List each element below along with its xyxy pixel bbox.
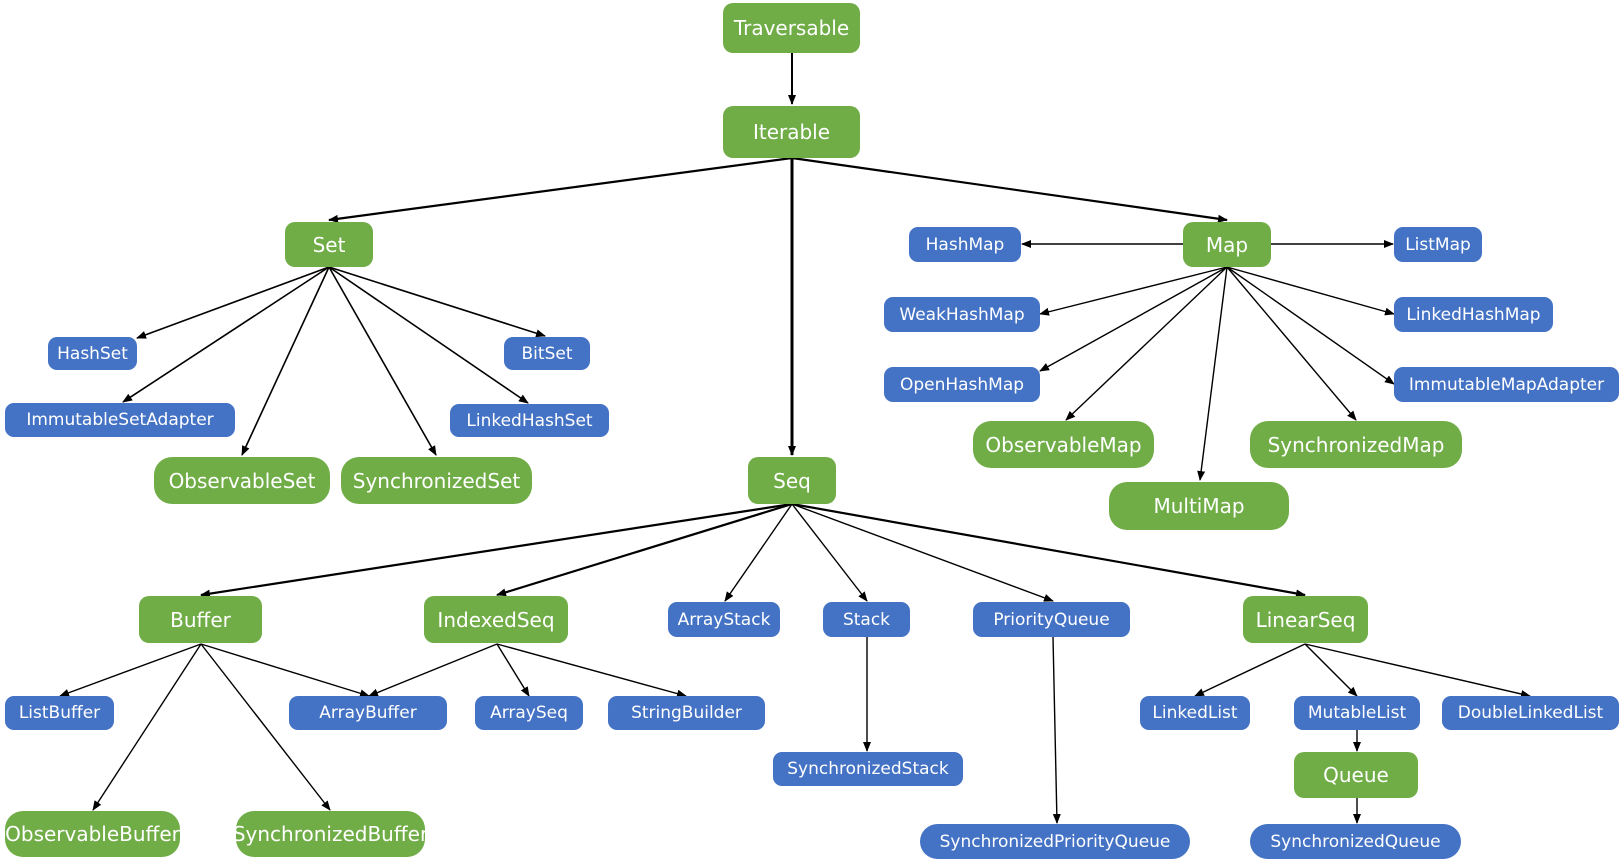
edge-buffer-listbuffer [59,643,202,697]
node-synchronizedpriorityqueue: SynchronizedPriorityQueue [920,824,1190,859]
node-queue: Queue [1294,752,1418,798]
edge-map-openhashmap [1039,266,1228,372]
edge-seq-indexedseq [496,502,793,597]
node-linearseq: LinearSeq [1243,596,1368,643]
edge-set-observableset [241,266,330,456]
edge-iterable-set [328,156,793,223]
node-listbuffer: ListBuffer [5,696,114,730]
node-buffer: Buffer [139,596,262,643]
node-multimap: MultiMap [1109,482,1289,530]
edge-set-bitset [328,266,546,338]
node-arrayseq: ArraySeq [475,696,583,730]
node-immutablesetadapter: ImmutableSetAdapter [5,403,235,437]
node-synchronizedbuffer: SynchronizedBuffer [233,811,428,857]
node-hashset: HashSet [48,337,137,370]
node-synchronizedset: SynchronizedSet [341,457,532,504]
node-indexedseq: IndexedSeq [424,596,568,643]
node-stringbuilder: StringBuilder [608,696,765,730]
edge-seq-linearseq [791,502,1306,598]
edge-map-multimap [1197,266,1228,481]
edge-buffer-observablebuffer [92,643,202,811]
node-synchronizedstack: SynchronizedStack [773,752,963,786]
node-iterable: Iterable [723,106,860,158]
edge-map-observablemap [1065,266,1228,421]
node-immutablemapadapter: ImmutableMapAdapter [1394,367,1619,402]
node-listmap: ListMap [1394,227,1482,262]
edge-linearseq-doublelinkedlist [1304,643,1531,698]
node-observablemap: ObservableMap [973,421,1154,468]
node-synchronizedqueue: SynchronizedQueue [1250,824,1461,859]
edge-indexedseq-arrayseq [496,643,530,697]
edge-map-synchronizedmap [1226,266,1357,421]
node-arraybuffer: ArrayBuffer [289,696,447,730]
edge-seq-arraystack [724,503,793,602]
edge-linearseq-linkedlist [1194,643,1306,697]
node-linkedhashmap: LinkedHashMap [1394,297,1553,332]
edge-seq-buffer [200,502,793,598]
node-hashmap: HashMap [909,227,1021,262]
edge-iterable-map [791,156,1228,223]
node-observableset: ObservableSet [154,457,330,504]
node-seq: Seq [748,457,836,504]
edge-buffer-synchronizedbuffer [200,643,331,811]
node-stack: Stack [823,602,910,637]
node-openhashmap: OpenHashMap [884,367,1040,402]
edge-set-hashset [136,266,330,339]
edge-indexedseq-stringbuilder [496,643,687,698]
edge-indexedseq-arraybuffer [368,643,498,697]
edge-seq-stack [791,503,868,602]
edge-buffer-arraybuffer [200,643,370,698]
node-mutablelist: MutableList [1294,696,1420,730]
edge-linearseq-mutablelist [1304,643,1358,697]
edge-map-linkedhashmap [1226,266,1395,316]
edge-set-linkedhashset [328,266,529,404]
node-linkedlist: LinkedList [1140,696,1250,730]
node-observablebuffer: ObservableBuffer [5,811,180,857]
node-weakhashmap: WeakHashMap [884,297,1040,332]
node-doublelinkedlist: DoubleLinkedList [1442,696,1619,730]
edge-set-immutablesetadapter [122,266,330,403]
node-priorityqueue: PriorityQueue [973,602,1130,637]
node-bitset: BitSet [504,337,590,370]
node-linkedhashset: LinkedHashSet [450,404,609,437]
edge-seq-priorityqueue [791,503,1054,602]
node-arraystack: ArrayStack [668,602,780,637]
edge-map-immutablemapadapter [1226,266,1395,385]
node-traversable: Traversable [723,3,860,53]
node-synchronizedmap: SynchronizedMap [1250,421,1462,468]
edge-set-synchronizedset [328,266,437,456]
node-map: Map [1183,222,1271,267]
edge-map-weakhashmap [1039,266,1228,316]
edge-priorityqueue-synchronizedpriorityqueue [1052,636,1061,824]
node-set: Set [285,222,373,267]
